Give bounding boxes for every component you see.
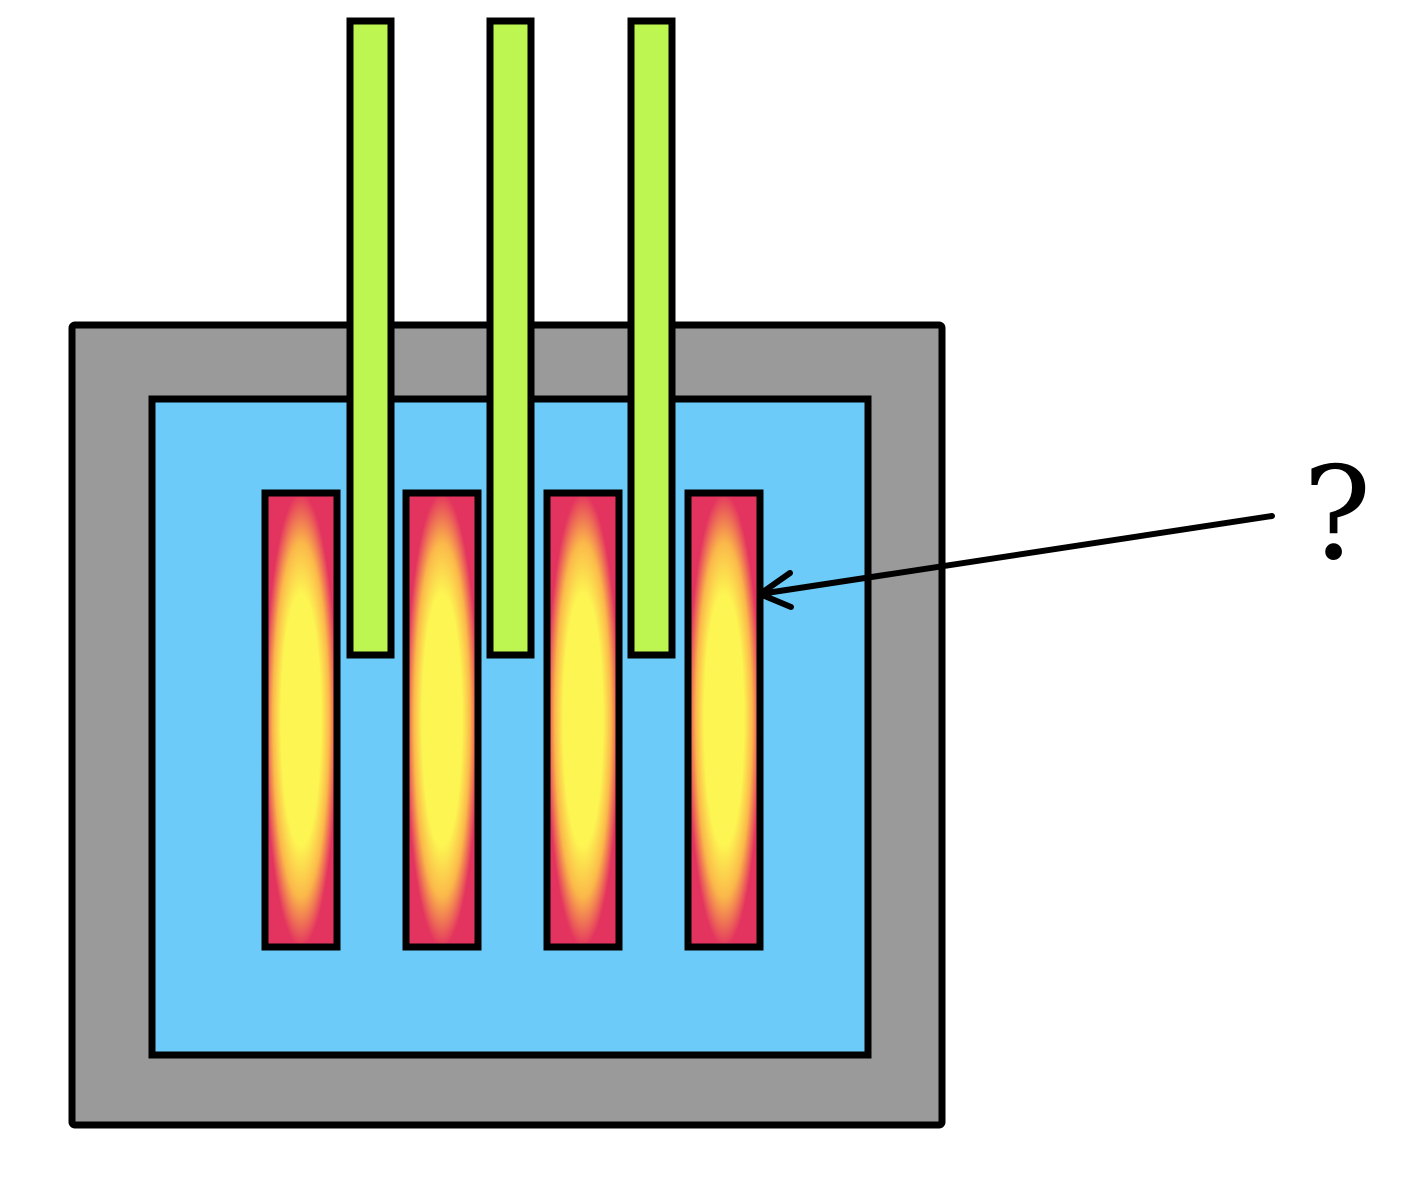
- fuel-rod-3: [543, 489, 623, 951]
- fuel-rods: [261, 489, 764, 951]
- control-rod-2: [486, 17, 535, 659]
- control-rod-1: [346, 17, 395, 659]
- pointer-arrow: [757, 513, 1275, 610]
- fuel-rod-4: [684, 489, 764, 951]
- control-rod-3: [627, 17, 676, 659]
- fuel-rod-1: [261, 489, 341, 951]
- control-rods: [346, 17, 676, 659]
- question-label: ?: [1303, 440, 1372, 589]
- fuel-rod-2: [402, 489, 482, 951]
